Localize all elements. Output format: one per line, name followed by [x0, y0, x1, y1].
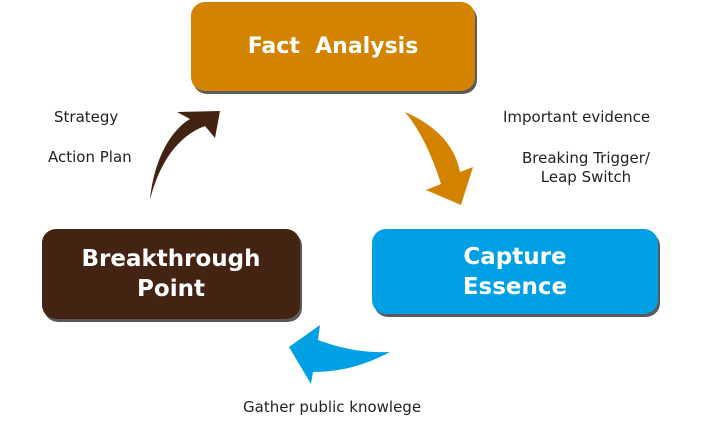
- node-label: Fact Analysis: [247, 33, 419, 59]
- label-breaking-trigger: Breaking Trigger/ Leap Switch: [502, 149, 670, 187]
- label-strategy: Strategy: [54, 108, 119, 126]
- label-line-2: Leap Switch: [540, 168, 632, 186]
- node-fact-analysis: Fact Analysis: [191, 2, 475, 91]
- arrow-capture-to-breakthrough: [289, 325, 390, 384]
- node-label-line-1: Breakthrough: [81, 246, 261, 272]
- node-breakthrough-point: Breakthrough Point: [42, 229, 300, 319]
- label-line-1: Breaking Trigger/: [522, 149, 650, 167]
- arrow-fact-to-capture: [405, 112, 473, 205]
- label-gather-public-knowledge: Gather public knowlege: [243, 398, 422, 416]
- node-label-line-1: Capture: [463, 243, 567, 270]
- label-action-plan: Action Plan: [48, 148, 132, 166]
- node-label-line-2: Essence: [462, 273, 568, 300]
- node-capture-essence: Capture Essence: [372, 229, 658, 314]
- arrow-breakthrough-to-fact: [150, 111, 220, 200]
- label-important-evidence: Important evidence: [503, 108, 651, 126]
- node-label-line-2: Point: [137, 276, 205, 302]
